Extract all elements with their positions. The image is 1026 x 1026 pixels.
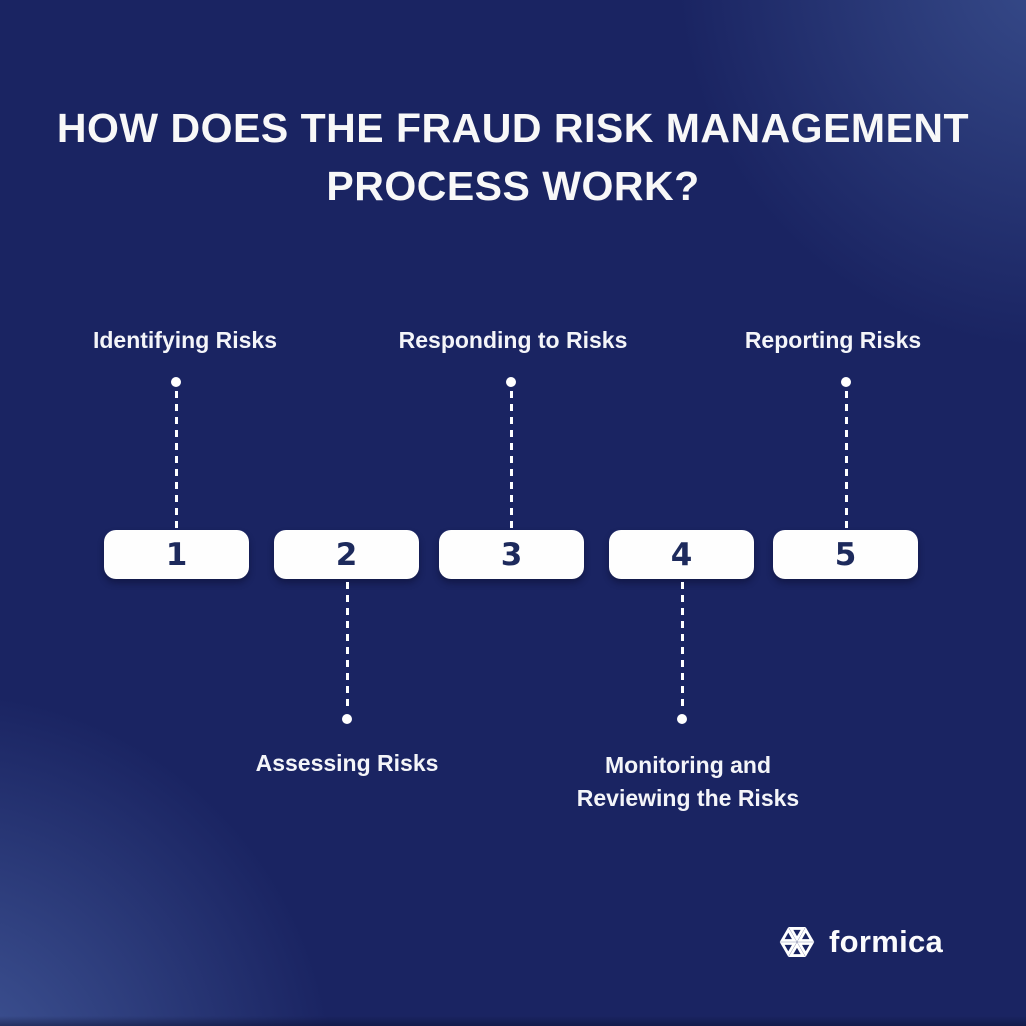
step-3-connector-dot: [506, 377, 516, 387]
step-1-connector-dot: [171, 377, 181, 387]
step-3-card: 3: [439, 530, 584, 579]
step-4-label: Monitoring and Reviewing the Risks: [576, 752, 800, 811]
page-title-line-2: PROCESS WORK?: [326, 163, 700, 209]
step-4-connector-line: [680, 582, 684, 712]
step-2-label: Assessing Risks: [255, 750, 439, 776]
step-5-card: 5: [773, 530, 918, 579]
step-5-connector-line: [844, 391, 848, 528]
step-5-number: 5: [834, 536, 857, 573]
page-title-line-1: HOW DOES THE FRAUD RISK MANAGEMENT: [56, 105, 970, 151]
brand-logo: formica: [777, 922, 943, 962]
step-2-connector-line: [345, 582, 349, 712]
step-1-connector-line: [174, 391, 178, 528]
step-3-connector-line: [509, 391, 513, 528]
step-2-number: 2: [335, 536, 358, 573]
step-1-label: Identifying Risks: [92, 327, 278, 353]
step-1-number: 1: [165, 536, 188, 573]
step-2-connector-dot: [342, 714, 352, 724]
step-5-label: Reporting Risks: [744, 327, 922, 353]
step-3-label: Responding to Risks: [398, 327, 628, 353]
step-1-card: 1: [104, 530, 249, 579]
step-4-connector-dot: [677, 714, 687, 724]
step-4-number: 4: [670, 536, 693, 573]
brand-name: formica: [829, 924, 944, 959]
page-title: HOW DOES THE FRAUD RISK MANAGEMENT PROCE…: [0, 99, 1026, 215]
step-3-number: 3: [500, 536, 523, 573]
step-5-connector-dot: [841, 377, 851, 387]
hex-pinwheel-icon: [777, 922, 817, 962]
step-2-card: 2: [274, 530, 419, 579]
step-4-card: 4: [609, 530, 754, 579]
